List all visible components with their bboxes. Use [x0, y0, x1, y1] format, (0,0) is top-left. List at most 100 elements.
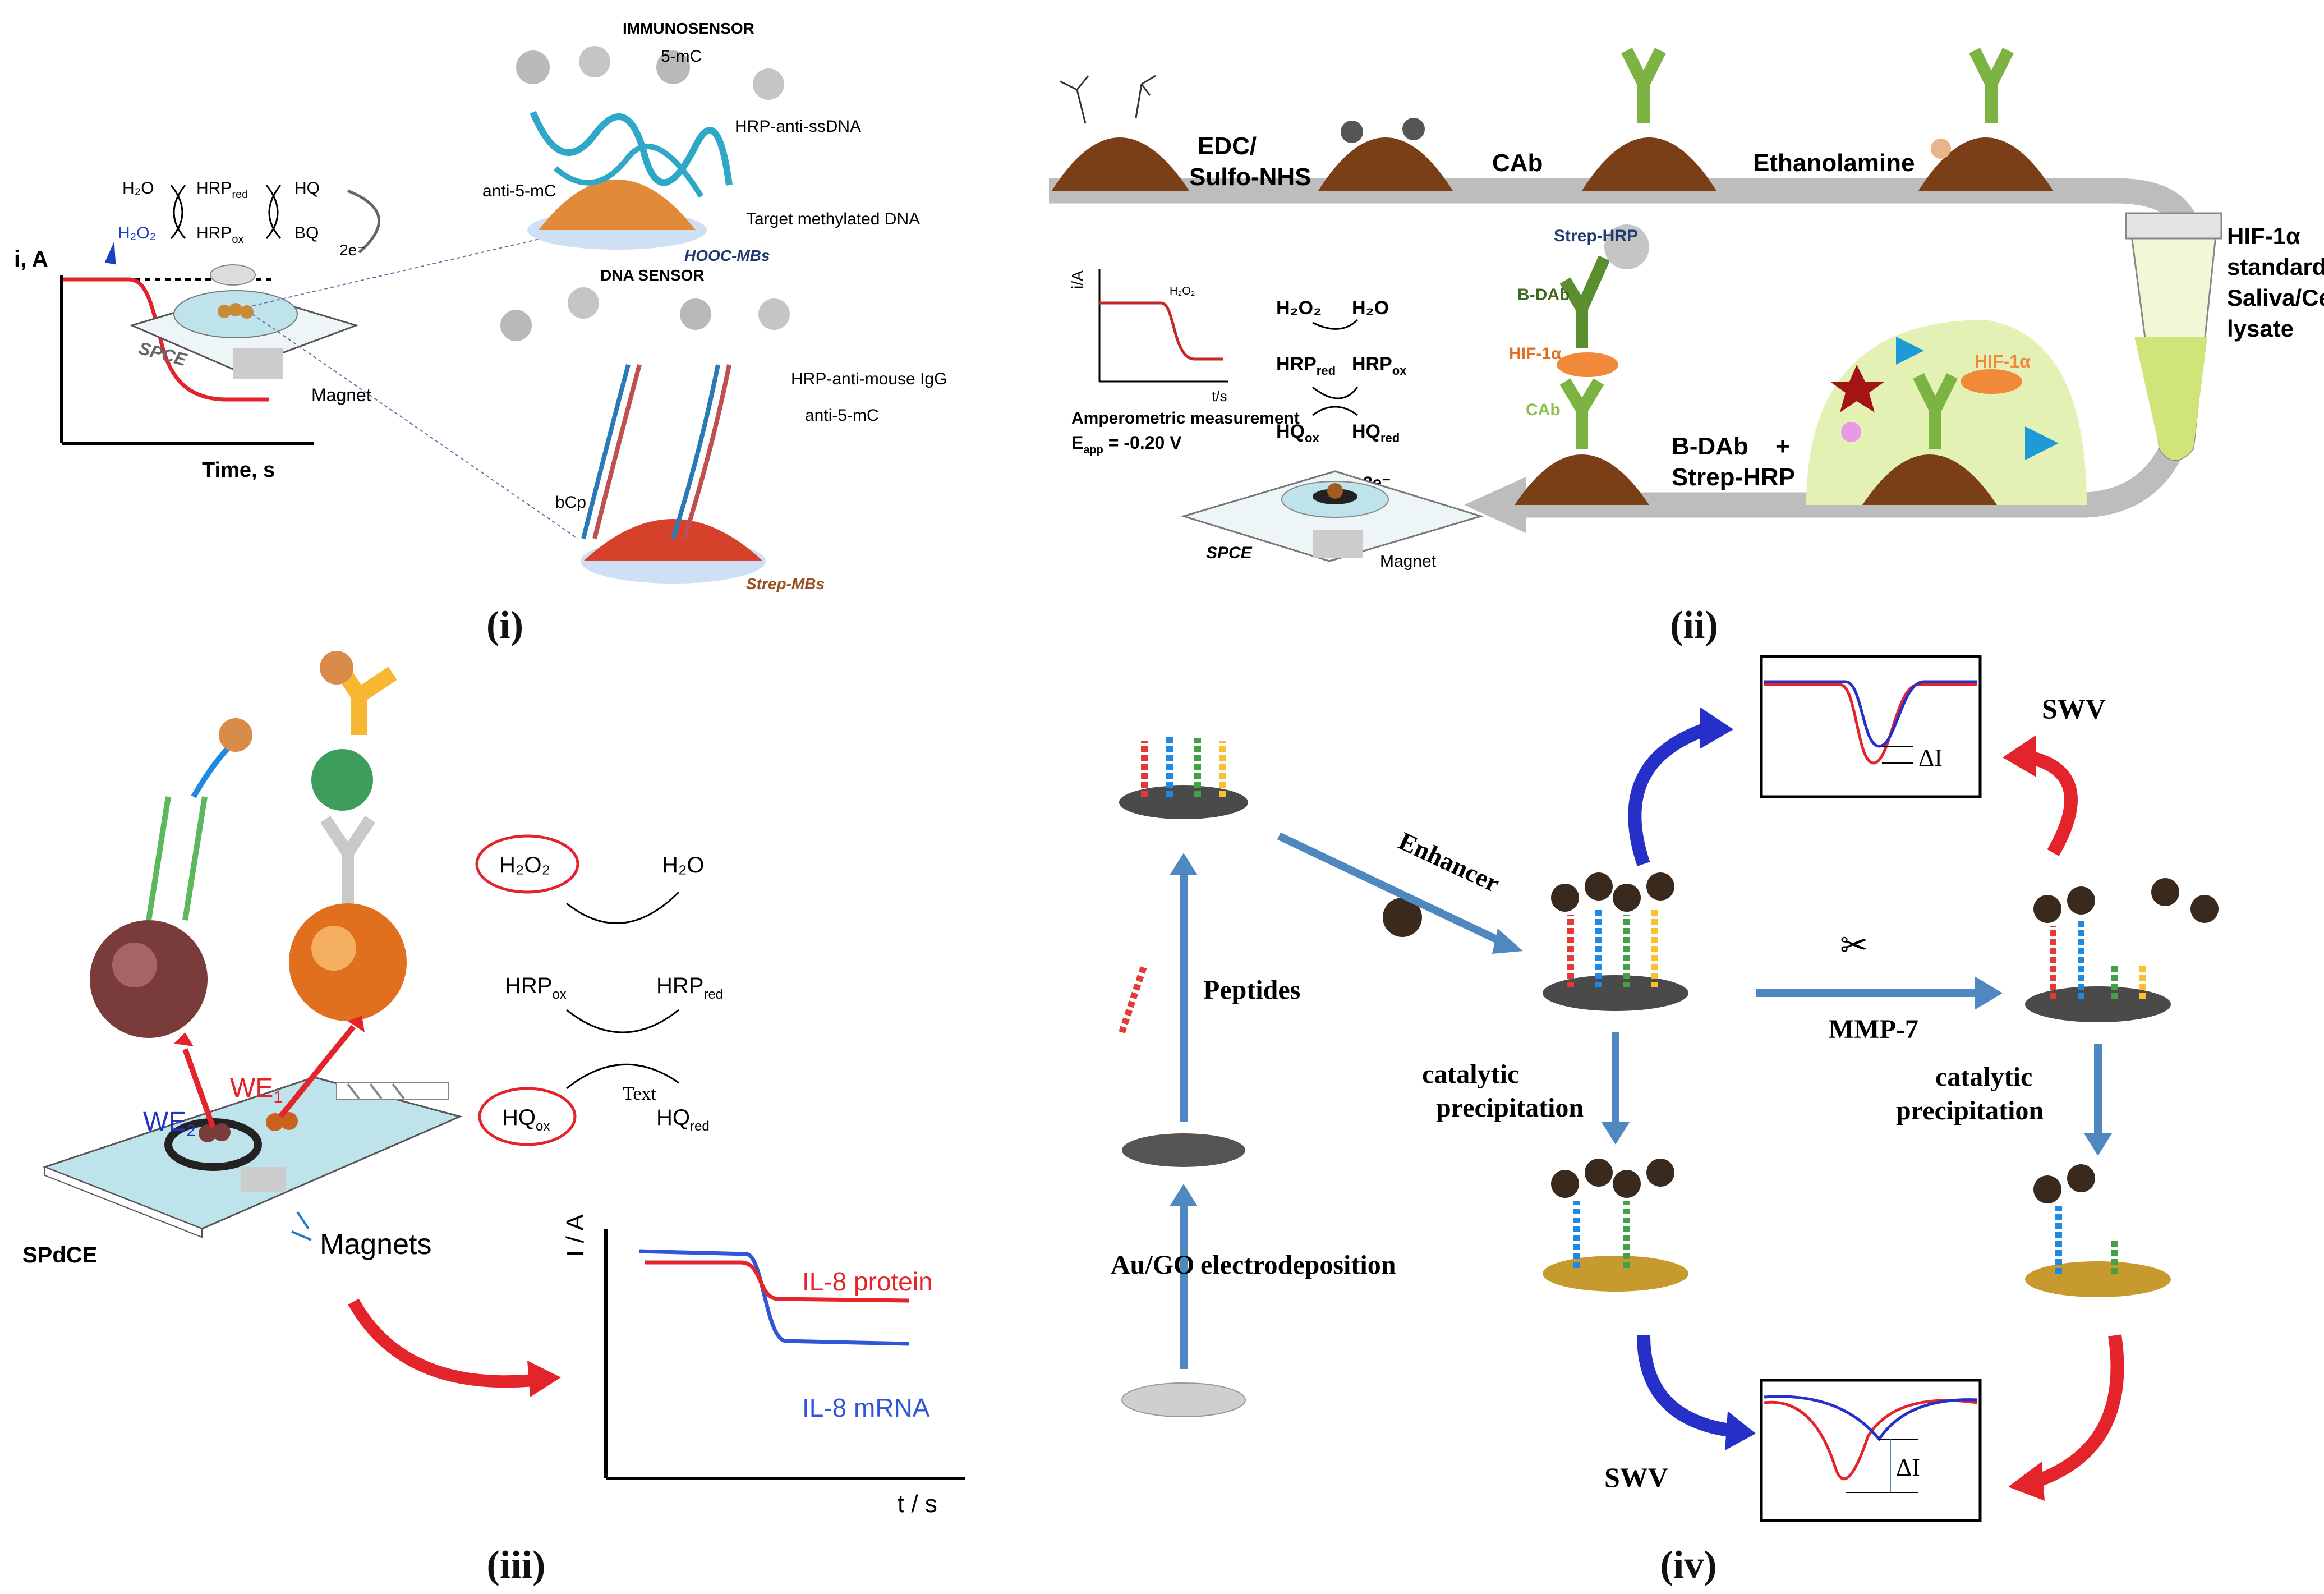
svg-text:H₂O: H₂O: [1352, 297, 1389, 319]
svg-text:HQred: HQred: [656, 1105, 710, 1134]
svg-text:Magnets: Magnets: [320, 1228, 431, 1261]
electrode-precip-left: [1543, 1159, 1688, 1292]
svg-text:lysate: lysate: [2227, 315, 2294, 342]
electrode-bare: [1121, 1382, 1246, 1417]
il8-plot: I / A t / s IL-8 protein IL-8 mRNA: [562, 1214, 965, 1518]
svg-text:HOOC-MBs: HOOC-MBs: [684, 247, 770, 264]
protein-bead: [289, 651, 407, 1021]
svg-text:catalytic: catalytic: [1935, 1062, 2032, 1092]
electrode-precip-right: [2025, 1164, 2171, 1297]
svg-text:H₂O₂: H₂O₂: [499, 853, 550, 878]
immunosensor-bead: IMMUNOSENSOR 5-mC HRP-anti-ssDNA anti-5-…: [482, 20, 920, 264]
mrna-bead: [90, 718, 252, 1038]
svg-text:SPdCE: SPdCE: [22, 1243, 97, 1267]
svg-text:HRP-anti-ssDNA: HRP-anti-ssDNA: [735, 117, 861, 136]
svg-text:anti-5-mC: anti-5-mC: [482, 182, 556, 200]
svg-text:i/A: i/A: [1069, 270, 1086, 289]
svg-text:H₂O: H₂O: [122, 179, 154, 197]
panel-label-i: (i): [486, 604, 524, 647]
svg-text:Strep-HRP: Strep-HRP: [1672, 463, 1795, 491]
svg-text:HQred: HQred: [1352, 421, 1400, 445]
svg-text:HRPred: HRPred: [1276, 353, 1336, 378]
il8-mrna-trace: [639, 1249, 909, 1346]
svg-text:t/s: t/s: [1212, 388, 1227, 405]
svg-text:I / A: I / A: [562, 1214, 589, 1257]
x-axis-label: Time, s: [202, 458, 275, 482]
spce-electrode: SPCE Magnet: [129, 229, 578, 539]
svg-text:Sulfo-NHS: Sulfo-NHS: [1189, 163, 1311, 191]
swv-plot-bottom: ΔI SWV: [1604, 1379, 1982, 1522]
il8-protein-trace: [645, 1260, 909, 1303]
svg-text:Ethanolamine: Ethanolamine: [1753, 149, 1915, 177]
svg-text:CAb: CAb: [1492, 149, 1543, 177]
svg-text:HRP-anti-mouse IgG: HRP-anti-mouse IgG: [791, 370, 947, 388]
svg-text:HRPred: HRPred: [196, 179, 248, 201]
svg-text:CAb: CAb: [1526, 401, 1561, 419]
panel-iii: WE2 WE1 SPdCE Magnets H₂O₂ H₂O HRPox HRP…: [0, 651, 1038, 1537]
panel-label-iv: (iv): [1660, 1544, 1717, 1587]
svg-text:DNA SENSOR: DNA SENSOR: [600, 267, 705, 284]
svg-text:WE2: WE2: [143, 1107, 196, 1140]
redox-cycle: H₂O₂ H₂O HRPox HRPred HQox HQred Text: [475, 834, 723, 1146]
legend-il8-mrna: IL-8 mRNA: [802, 1393, 930, 1422]
svg-text:B-DAb: B-DAb: [1517, 286, 1570, 304]
svg-text:standard/: standard/: [2227, 254, 2324, 280]
svg-text:H₂O₂: H₂O₂: [1276, 297, 1322, 319]
svg-text:HIF-1α: HIF-1α: [1509, 344, 1562, 363]
svg-text:Eapp = -0.20 V: Eapp = -0.20 V: [1071, 433, 1182, 456]
svg-text:BQ: BQ: [294, 224, 319, 242]
panel-label-iii: (iii): [486, 1544, 546, 1587]
svg-text:HIF-1α: HIF-1α: [1975, 351, 2031, 371]
svg-text:SWV: SWV: [1604, 1462, 1668, 1493]
dna-sensor-bead: DNA SENSOR HRP-anti-mouse IgG anti-5-mC …: [500, 267, 947, 592]
electrode-aug: [1122, 1133, 1245, 1167]
svg-text:precipitation: precipitation: [1896, 1096, 2044, 1126]
svg-text:B-DAb: B-DAb: [1672, 433, 1748, 460]
svg-text:HRPox: HRPox: [196, 224, 243, 246]
electrode-enhanced: [1543, 872, 1688, 1011]
svg-text:HRPox: HRPox: [1352, 353, 1407, 378]
svg-text:Text: Text: [623, 1083, 656, 1104]
svg-text:ΔI: ΔI: [1896, 1454, 1920, 1481]
svg-text:SWV: SWV: [2042, 693, 2106, 724]
inset-plot: i/A t/s H₂O₂ Amperometric measurement Ea…: [1069, 269, 1300, 456]
bead-cab: [1582, 48, 1716, 191]
svg-text:+: +: [1775, 433, 1790, 460]
svg-text:H₂O₂: H₂O₂: [1170, 285, 1195, 297]
svg-text:HQ: HQ: [294, 179, 320, 197]
svg-text:Au/GO: Au/GO: [1111, 1250, 1194, 1280]
sample-bubble: HIF-1α: [1806, 320, 2087, 505]
svg-text:bCp: bCp: [555, 493, 586, 512]
svg-text:precipitation: precipitation: [1436, 1093, 1584, 1123]
svg-text:anti-5-mC: anti-5-mC: [805, 406, 879, 425]
svg-text:HIF-1α: HIF-1α: [2227, 223, 2300, 249]
reaction-cycle: H₂O₂ H₂O HRPred HRPox HQox HQred 2e⁻: [1276, 297, 1407, 492]
bead-activated: [1318, 118, 1453, 191]
svg-text:EDC/: EDC/: [1198, 132, 1257, 160]
svg-text:MMP-7: MMP-7: [1829, 1014, 1918, 1044]
svg-text:H₂O₂: H₂O₂: [118, 224, 156, 242]
svg-text:HRPred: HRPred: [656, 973, 723, 1002]
svg-text:Magnet: Magnet: [311, 385, 371, 405]
svg-text:t / s: t / s: [898, 1490, 937, 1518]
svg-text:Enhancer: Enhancer: [1395, 826, 1504, 898]
spce-electrode-ii: SPCE Magnet: [1180, 470, 1484, 571]
svg-text:HQox: HQox: [1276, 421, 1319, 445]
panel-i: i, A Time, s H₂O H₂O₂ HRPred HRPox HQ BQ…: [0, 0, 1122, 612]
svg-text:Strep-HRP: Strep-HRP: [1554, 227, 1638, 245]
svg-text:ΔI: ΔI: [1918, 744, 1943, 771]
panel-i-figure: i, A Time, s H₂O H₂O₂ HRPred HRPox HQ BQ…: [14, 20, 947, 592]
detection-complex: Strep-HRP B-DAb HIF-1α CAb: [1509, 224, 1649, 505]
svg-text:IMMUNOSENSOR: IMMUNOSENSOR: [623, 20, 754, 37]
svg-text:Magnet: Magnet: [1380, 552, 1437, 571]
svg-text:Amperometric measurement: Amperometric measurement: [1071, 409, 1300, 428]
bead-carboxyl: [1052, 75, 1189, 191]
svg-text:Peptides: Peptides: [1203, 975, 1300, 1005]
svg-text:HRPox: HRPox: [505, 973, 567, 1002]
current-time-plot: i, A Time, s: [14, 247, 314, 482]
y-axis-label: i, A: [14, 247, 48, 272]
spdce-device: WE2 WE1 SPdCE Magnets: [22, 1016, 561, 1397]
svg-text:catalytic: catalytic: [1422, 1059, 1519, 1089]
bead-blocked: [1918, 48, 2053, 191]
svg-text:WE1: WE1: [230, 1073, 283, 1106]
